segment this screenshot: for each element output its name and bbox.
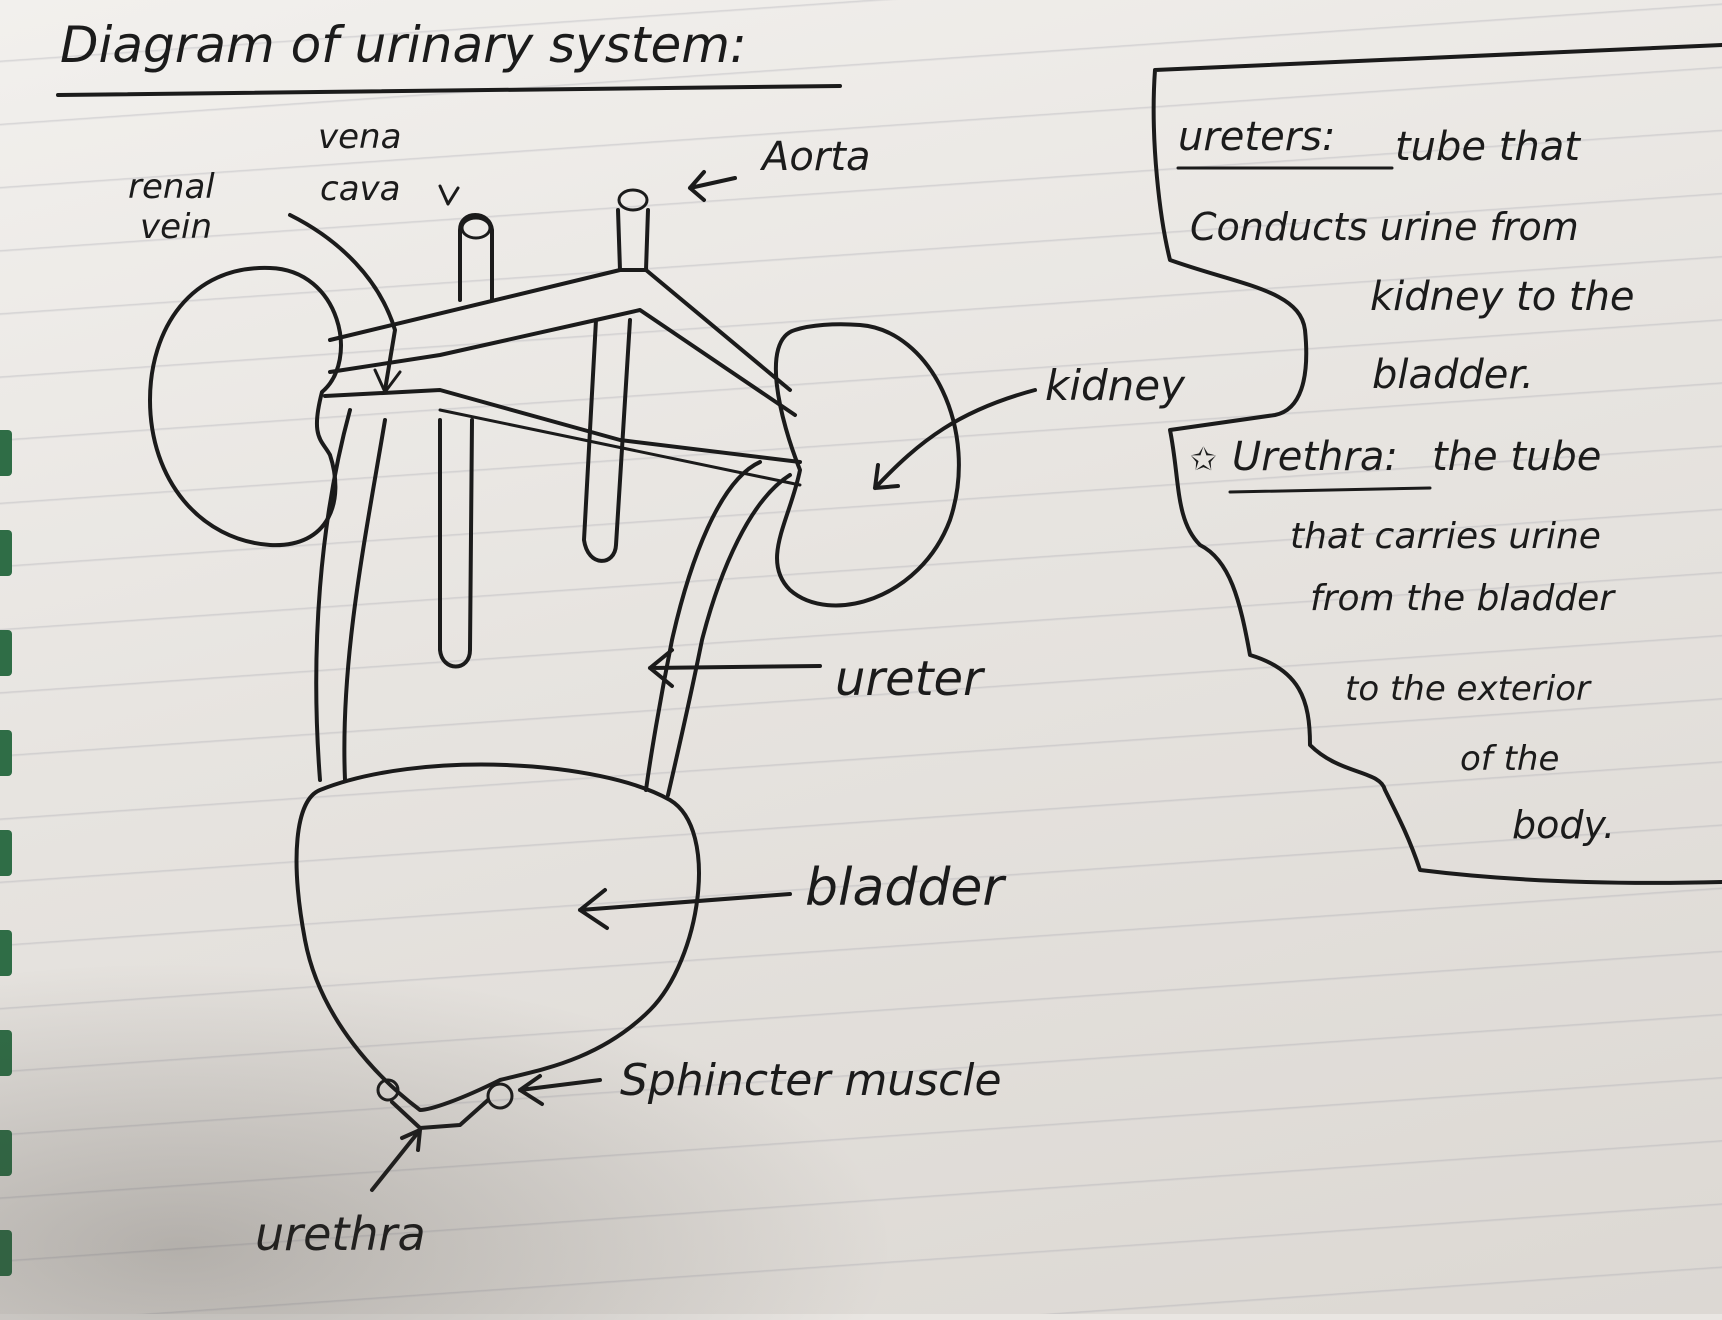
label-renal-vein-line2: vein (140, 207, 212, 247)
renal-vein-arrow (288, 213, 397, 392)
label-vena-cava-line1: vena (318, 117, 401, 157)
renal-vein-arrow-head (373, 368, 402, 394)
urethra-arrow (370, 1128, 422, 1192)
title-underline (56, 84, 842, 97)
note-ureters-line2: Conducts urine from (1190, 205, 1579, 249)
sphincter-right (486, 1082, 514, 1110)
note-ureters-line4: bladder. (1372, 352, 1534, 398)
note-star-icon: ✩ (1190, 440, 1217, 478)
sphincter-left (376, 1078, 400, 1102)
left-ureter (314, 408, 387, 782)
notes-box-outline (1151, 43, 1722, 885)
label-vena-cava-line2: cava (320, 169, 400, 209)
renal-vessel-lower (323, 388, 802, 464)
aorta-opening (617, 188, 649, 212)
aorta-arrow (688, 170, 737, 202)
notebook-spiral (0, 430, 14, 1290)
note-urethra-term: Urethra: (1232, 434, 1398, 480)
note-ureters-term: ureters: (1178, 114, 1335, 160)
label-ureter: ureter (835, 651, 986, 707)
note-urethra-line3: from the bladder (1310, 578, 1616, 619)
note-urethra-line4: to the exterior (1345, 669, 1592, 709)
note-urethra-line5: of the (1460, 739, 1559, 779)
vena-cava-lower (438, 418, 474, 669)
vena-cava-arrow (438, 184, 460, 206)
note-ureters-line1: tube that (1395, 124, 1581, 170)
vena-cava-opening (460, 216, 492, 240)
label-bladder: bladder (805, 858, 1007, 918)
aorta-lower (582, 318, 632, 563)
label-sphincter-muscle: Sphincter muscle (620, 1055, 1002, 1106)
note-urethra-line2: that carries urine (1290, 516, 1601, 557)
label-renal-vein-line1: renal (128, 167, 215, 207)
bladder-arrow (578, 888, 792, 930)
page-title: Diagram of urinary system: (60, 16, 747, 74)
left-kidney (148, 265, 343, 548)
aorta-top (616, 208, 650, 272)
renal-vessel-upper (328, 268, 792, 392)
note-ureters-line3: kidney to the (1370, 274, 1635, 320)
label-aorta: Aorta (759, 134, 870, 180)
label-kidney: kidney (1045, 361, 1186, 410)
right-ureter (644, 460, 792, 797)
renal-vessel-middle (328, 308, 797, 417)
ureter-arrow (648, 648, 822, 688)
note-urethra-underline (1228, 486, 1432, 494)
right-kidney (773, 322, 961, 608)
renal-vessel-bottom (438, 408, 802, 487)
sphincter-arrow (518, 1074, 602, 1106)
vena-cava-top (458, 213, 494, 302)
label-urethra: urethra (255, 1207, 426, 1261)
urethra-tube (390, 1098, 490, 1130)
bladder (294, 762, 701, 1112)
note-urethra-line6: body. (1512, 803, 1615, 847)
note-urethra-line1: the tube (1432, 434, 1601, 480)
kidney-arrow (873, 388, 1037, 490)
